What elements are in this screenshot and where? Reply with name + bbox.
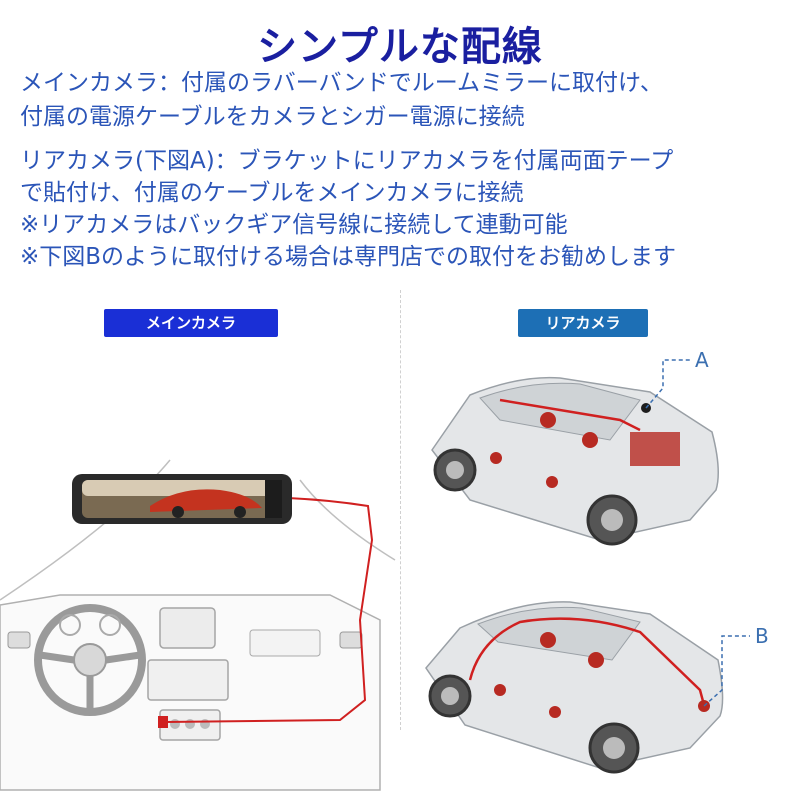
marker-b-label: B <box>755 624 769 648</box>
description-line-2: 付属の電源ケーブルをカメラとシガー電源に接続 <box>20 104 525 130</box>
mirror-camera-icon <box>72 474 292 524</box>
main-camera-badge: メインカメラ <box>104 309 278 337</box>
marker-a-label: A <box>695 348 709 372</box>
car-b-icon <box>425 601 724 774</box>
steering-wheel-icon <box>34 604 146 716</box>
note-line-2: ※下図Bのように取付ける場合は専門店での取付をお勧めします <box>20 244 677 270</box>
note-line-1: ※リアカメラはバックギア信号線に接続して連動可能 <box>20 212 568 238</box>
center-divider <box>400 290 401 730</box>
rear-camera-badge: リアカメラ <box>518 309 648 337</box>
description-line-1: メインカメラ：付属のラバーバンドでルームミラーに取付け、 <box>20 70 663 96</box>
description-line-3: リアカメラ(下図A)：ブラケットにリアカメラを付属両面テープ <box>20 148 674 174</box>
description-line-4: で貼付け、付属のケーブルをメインカメラに接続 <box>20 180 524 206</box>
car-a-icon <box>431 376 719 546</box>
page-title: シンプルな配線 <box>257 24 543 70</box>
